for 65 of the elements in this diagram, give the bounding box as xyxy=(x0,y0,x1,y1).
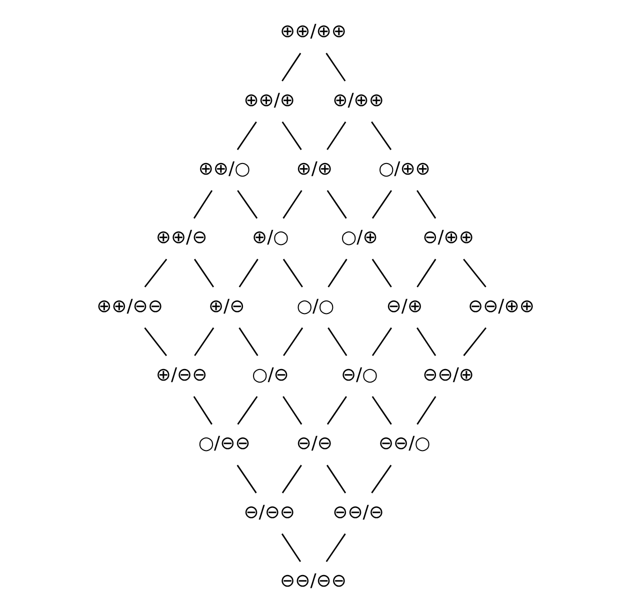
node-text: ⊕⊕/○ xyxy=(198,158,250,180)
connector xyxy=(326,190,346,219)
connector xyxy=(282,190,302,219)
connector xyxy=(281,121,302,150)
connector xyxy=(462,258,486,288)
node-text: ⊖⊖/⊖ xyxy=(332,502,384,523)
node-text: ⊕/⊖ xyxy=(208,296,244,317)
node-text: ○/⊕ xyxy=(340,227,378,248)
node-text: ⊖⊖/⊕⊕ xyxy=(468,296,534,317)
node-text: ⊖/⊕⊕ xyxy=(422,227,474,248)
connector xyxy=(370,121,392,150)
node-text: ○/⊕⊕ xyxy=(378,158,430,180)
node-text: ⊕⊕/⊖⊖ xyxy=(96,296,162,317)
connector xyxy=(416,327,436,356)
connector xyxy=(281,464,302,494)
connector xyxy=(371,258,392,288)
connector xyxy=(236,190,258,219)
node-text: ⊕/○ xyxy=(252,227,288,248)
connector xyxy=(144,327,167,356)
connector xyxy=(192,396,212,425)
connector xyxy=(238,327,258,356)
connector xyxy=(236,121,256,150)
node-text: ⊕/⊕ xyxy=(296,158,332,180)
connector xyxy=(144,258,167,288)
connector xyxy=(282,258,302,288)
node-text: ⊖⊖/⊕ xyxy=(422,364,474,386)
node-text: ○/⊖ xyxy=(252,364,288,386)
node-text: ⊖⊖/○ xyxy=(378,433,430,454)
connector xyxy=(192,190,212,219)
node-text: ⊖/○ xyxy=(340,364,378,386)
connector xyxy=(282,327,303,356)
connector xyxy=(236,396,258,425)
connector xyxy=(371,396,392,425)
connector xyxy=(416,258,436,288)
node-text: ○/⊖⊖ xyxy=(198,433,250,454)
node-text: ○/○ xyxy=(296,296,334,317)
connector xyxy=(326,121,346,150)
node-text: ⊕/⊖⊖ xyxy=(155,364,207,386)
node-text: ⊕⊕/⊕ xyxy=(243,90,295,111)
connector xyxy=(325,52,346,82)
connector xyxy=(238,258,258,288)
node-text: ⊖/⊖⊖ xyxy=(243,502,295,523)
connector xyxy=(236,464,256,494)
connector xyxy=(327,327,347,356)
node-text: ⊕/⊕⊕ xyxy=(332,90,384,111)
connector xyxy=(371,327,392,356)
connector xyxy=(370,464,392,494)
node-text: ⊕⊕/⊕⊕ xyxy=(280,21,346,42)
connector xyxy=(325,533,346,562)
node-text: ⊖⊖/⊖⊖ xyxy=(280,570,346,592)
connector xyxy=(326,464,346,494)
connector xyxy=(462,327,486,356)
node-text: ⊖/⊕ xyxy=(386,296,422,317)
connector xyxy=(416,396,436,425)
connector xyxy=(194,327,214,356)
connector xyxy=(371,190,392,219)
connector xyxy=(281,52,301,82)
connector xyxy=(416,190,436,219)
node-text: ⊕⊕/⊖ xyxy=(155,227,207,248)
connector xyxy=(282,396,302,425)
node-text: ⊖/⊖ xyxy=(296,433,332,454)
connector xyxy=(326,396,346,425)
connector xyxy=(327,258,347,288)
connector xyxy=(193,258,214,288)
connector xyxy=(280,533,301,562)
